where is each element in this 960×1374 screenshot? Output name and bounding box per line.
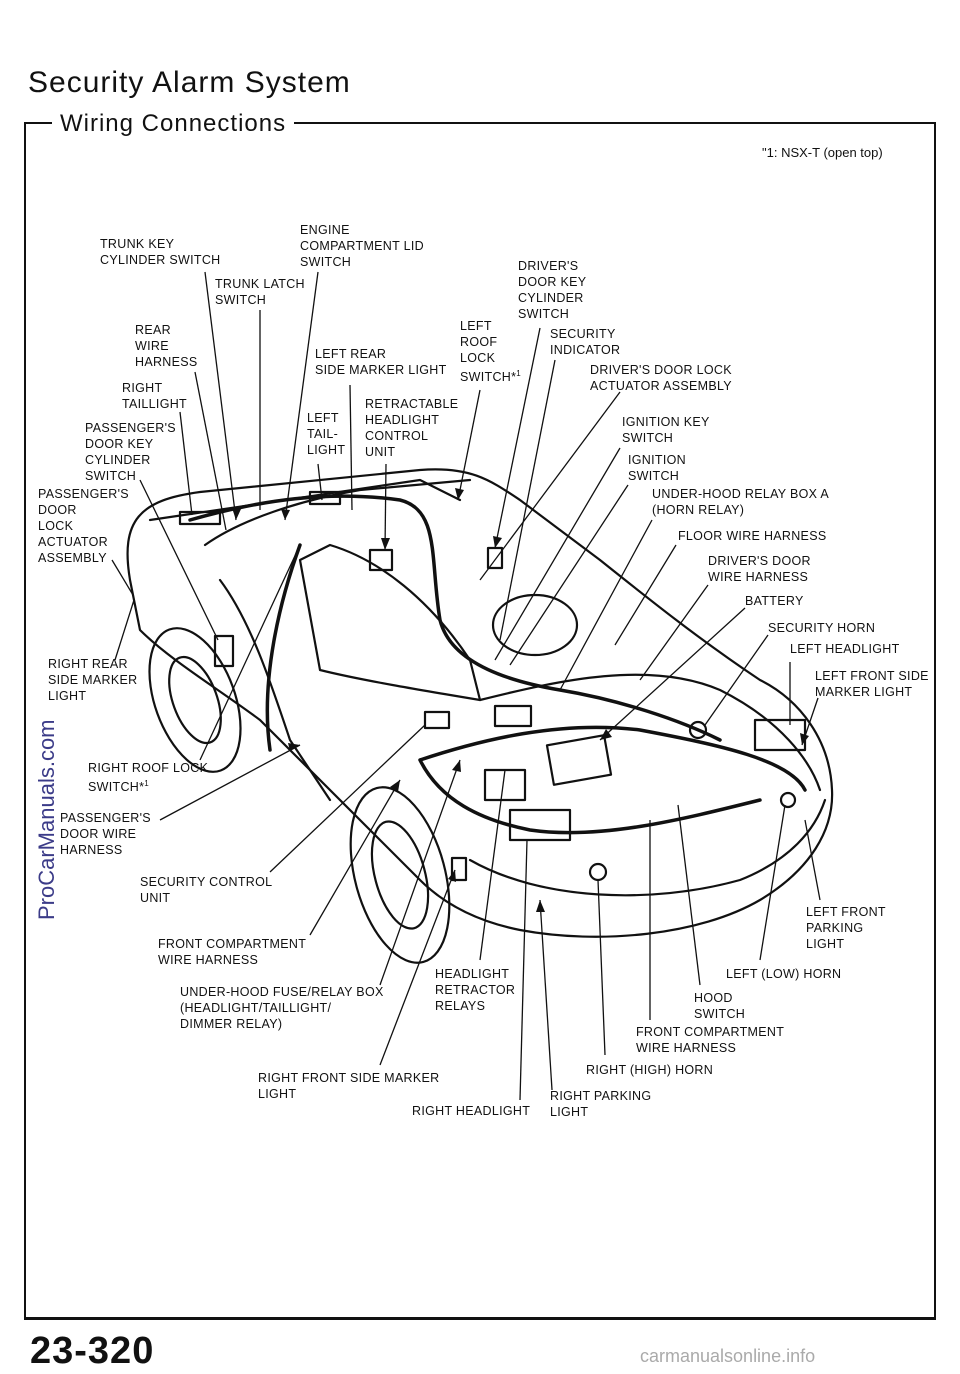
label-front-compartment-wire-harness-right: FRONT COMPARTMENT WIRE HARNESS — [636, 1025, 785, 1055]
label-right-roof-lock-switch: RIGHT ROOF LOCK SWITCH*1 — [88, 761, 209, 795]
label-left-front-parking-light: LEFT FRONT PARKING LIGHT — [806, 905, 886, 951]
label-right-headlight: RIGHT HEADLIGHT — [412, 1104, 531, 1118]
footnote-mark: 1 — [516, 369, 522, 378]
label-battery: BATTERY — [745, 594, 804, 608]
right-headlight-shape — [508, 808, 572, 842]
label-security-indicator: SECURITY INDICATOR — [550, 327, 621, 357]
label-drivers-door-lock-actuator: DRIVER'S DOOR LOCK ACTUATOR ASSEMBLY — [590, 363, 732, 393]
label-hood-switch: HOOD SWITCH — [694, 991, 746, 1021]
label-drivers-door-wire-harness: DRIVER'S DOOR WIRE HARNESS — [708, 554, 811, 584]
front-wheel — [349, 786, 451, 964]
left-headlight-shape — [753, 718, 807, 752]
label-rear-wire-harness: REAR WIRE HARNESS — [135, 323, 198, 369]
label-headlight-retractor-relays: HEADLIGHT RETRACTOR RELAYS — [435, 967, 516, 1013]
label-right-taillight: RIGHT TAILLIGHT — [122, 381, 187, 411]
door-line — [218, 578, 332, 802]
label-engine-compartment-lid-switch: ENGINE COMPARTMENT LID SWITCH — [300, 223, 424, 269]
label-passengers-door-key-cylinder-switch: PASSENGER'S DOOR KEY CYLINDER SWITCH — [85, 421, 176, 483]
label-retractable-headlight-control-unit: RETRACTABLE HEADLIGHT CONTROL UNIT — [365, 397, 459, 459]
label-left-rear-side-marker-light: LEFT REAR SIDE MARKER LIGHT — [315, 347, 447, 377]
label-right-parking-light: RIGHT PARKING LIGHT — [550, 1089, 652, 1119]
front-bumper — [468, 798, 827, 897]
car-body-outline — [126, 468, 834, 938]
label-under-hood-relay-box-a: UNDER-HOOD RELAY BOX A (HORN RELAY) — [652, 487, 830, 517]
label-front-compartment-wire-harness-left: FRONT COMPARTMENT WIRE HARNESS — [158, 937, 307, 967]
car-roof-line — [203, 478, 472, 547]
label-left-front-side-marker-light: LEFT FRONT SIDE MARKER LIGHT — [815, 669, 929, 699]
label-trunk-latch-switch: TRUNK LATCH SWITCH — [215, 277, 305, 307]
watermark-text: ProCarManuals.com — [34, 719, 59, 920]
footnote-mark: 1 — [144, 779, 150, 788]
horn-shape — [688, 720, 708, 740]
page-number: 23-320 — [30, 1330, 155, 1372]
label-trunk-key-cylinder-switch: TRUNK KEY CYLINDER SWITCH — [100, 237, 221, 267]
rear-wheel — [148, 627, 242, 773]
relay-box-shape — [493, 704, 533, 728]
label-right-high-horn: RIGHT (HIGH) HORN — [586, 1063, 714, 1077]
label-passengers-door-lock-actuator: PASSENGER'S DOOR LOCK ACTUATOR ASSEMBLY — [38, 487, 129, 565]
label-drivers-door-key-cylinder-switch: DRIVER'S DOOR KEY CYLINDER SWITCH — [518, 259, 587, 321]
label-left-low-horn: LEFT (LOW) HORN — [726, 967, 842, 981]
diagram-frame — [24, 122, 936, 1320]
page-title: Security Alarm System — [28, 66, 351, 99]
label-ignition-key-switch: IGNITION KEY SWITCH — [622, 415, 710, 445]
label-floor-wire-harness: FLOOR WIRE HARNESS — [678, 529, 827, 543]
label-right-front-side-marker-light: RIGHT FRONT SIDE MARKER LIGHT — [258, 1071, 440, 1101]
label-security-control-unit: SECURITY CONTROL UNIT — [140, 875, 273, 905]
section-subtitle: Wiring Connections — [52, 110, 295, 138]
label-right-rear-side-marker-light: RIGHT REAR SIDE MARKER LIGHT — [48, 657, 138, 703]
label-security-horn: SECURITY HORN — [768, 621, 876, 635]
windshield — [298, 543, 482, 702]
steering-wheel — [491, 593, 579, 657]
label-left-headlight: LEFT HEADLIGHT — [790, 642, 900, 656]
label-under-hood-fuse-relay-box: UNDER-HOOD FUSE/RELAY BOX (HEADLIGHT/TAI… — [180, 985, 384, 1031]
label-ignition-switch: IGNITION SWITCH — [628, 453, 686, 483]
footer-site: carmanualsonline.info — [640, 1346, 816, 1366]
label-left-roof-lock-switch: LEFT ROOF LOCK SWITCH*1 — [460, 319, 522, 385]
battery-shape — [545, 734, 613, 786]
label-passengers-door-wire-harness: PASSENGER'S DOOR WIRE HARNESS — [60, 811, 151, 857]
security-control-unit-shape — [423, 710, 451, 730]
wire-harness — [188, 494, 807, 835]
footnote-note: "1: NSX-T (open top) — [762, 145, 883, 160]
hood-line — [478, 673, 822, 792]
watermark: ProCarManuals.com — [4, 560, 59, 920]
label-left-taillight: LEFT TAIL- LIGHT — [307, 411, 346, 457]
